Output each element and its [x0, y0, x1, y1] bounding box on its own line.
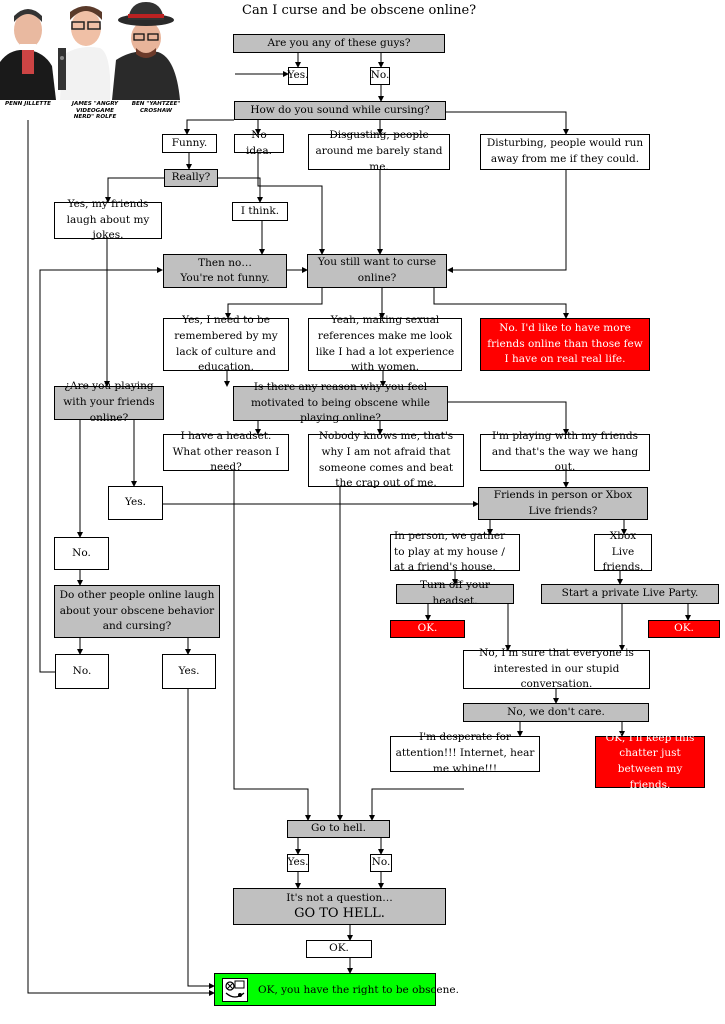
caption-ben: BEN "YAHTZEE" CROSHAW — [131, 101, 181, 114]
node-in-person: In person, we gather to play at my house… — [390, 530, 520, 573]
ben-croshaw-photo — [112, 2, 180, 100]
node-still-want-curse: You still want to curse online? — [307, 254, 447, 288]
node-friends-laugh: Yes, my friends laugh about my jokes. — [54, 198, 162, 241]
node-disturbing: Disturbing, people would run away from m… — [480, 134, 650, 170]
node-remembered: Yes, I need to be remembered by my lack … — [163, 314, 289, 373]
node-headset: I have a headset. What other reason I ne… — [163, 430, 289, 473]
node-private-live-party: Start a private Live Party. — [541, 584, 719, 604]
node-final-right-to-be-obscene — [214, 973, 436, 1006]
node-yes-top: Yes. — [288, 67, 308, 85]
node-i-think: I think. — [232, 202, 288, 221]
go-to-hell-shout: GO TO HELL. — [294, 905, 385, 921]
node-how-do-you-sound: How do you sound while cursing? — [234, 101, 446, 120]
node-any-of-these-guys: Are you any of these guys? — [233, 34, 445, 53]
node-funny: Funny. — [162, 134, 217, 153]
node-desperate-attention: I'm desperate for attention!!! Internet,… — [390, 731, 540, 775]
node-we-dont-care: No, we don't care. — [463, 703, 649, 722]
penn-jillette-photo — [0, 9, 56, 100]
node-sexual-references: Yeah, making sexual references make me l… — [308, 314, 462, 373]
node-xbox-live: Xbox Live friends. — [594, 530, 652, 573]
chart-title: Can I curse and be obscene online? — [242, 3, 477, 18]
node-yes-mid: Yes. — [108, 486, 163, 520]
james-rolfe-photo — [58, 6, 111, 100]
caption-james: JAMES "ANGRY VIDEOGAME NERD" ROLFE — [71, 101, 119, 121]
node-keep-chatter: OK, I'll keep this chatter just between … — [595, 732, 705, 791]
node-go-to-hell: Go to hell. — [287, 820, 390, 838]
caption-penn: PENN JILLETTE — [5, 101, 51, 107]
node-ok-red-party: OK. — [648, 620, 720, 638]
node-not-a-question: It's not a question… GO TO HELL. — [233, 888, 446, 925]
node-interested: No, I'm sure that everyone is interested… — [463, 647, 650, 690]
node-any-reason: Is there any reason why you feel motivat… — [233, 381, 448, 424]
node-yes-left: Yes. — [162, 654, 216, 689]
node-laugh-obscene: Do other people online laugh about your … — [54, 585, 220, 638]
node-more-friends: No. I'd like to have more friends online… — [480, 318, 650, 371]
not-a-question-line1: It's not a question… — [286, 891, 393, 904]
node-ok-bottom: OK. — [306, 940, 372, 958]
personalities-photo — [0, 2, 180, 100]
node-no-idea: No idea. — [234, 129, 284, 157]
node-no-bottom: No. — [370, 854, 392, 872]
then-no-line1: Then no… — [198, 256, 252, 269]
node-then-no: Then no… You're not funny. — [163, 254, 287, 288]
node-really: Really? — [164, 169, 218, 187]
node-no-left: No. — [55, 654, 109, 689]
node-hang-out: I'm playing with my friends and that's t… — [480, 430, 650, 473]
node-in-person-or-xbox: Friends in person or Xbox Live friends? — [478, 487, 648, 520]
then-no-line2: You're not funny. — [180, 272, 270, 284]
gamer-icon — [222, 978, 248, 1002]
final-text: OK, you have the right to be obscene. — [258, 984, 459, 996]
node-ok-red-turn-off: OK. — [390, 620, 465, 638]
node-yes-bottom: Yes. — [287, 854, 309, 872]
node-turn-off-headset: Turn off your headset. — [396, 579, 514, 607]
node-nobody-knows: Nobody knows me, that's why I am not afr… — [308, 430, 464, 489]
node-no-mid: No. — [54, 537, 109, 570]
node-no-top: No. — [370, 67, 390, 85]
node-disgusting: Disgusting, people around me barely stan… — [308, 129, 450, 173]
node-playing-with-friends: ¿Are you playing with your friends onlin… — [54, 380, 164, 424]
